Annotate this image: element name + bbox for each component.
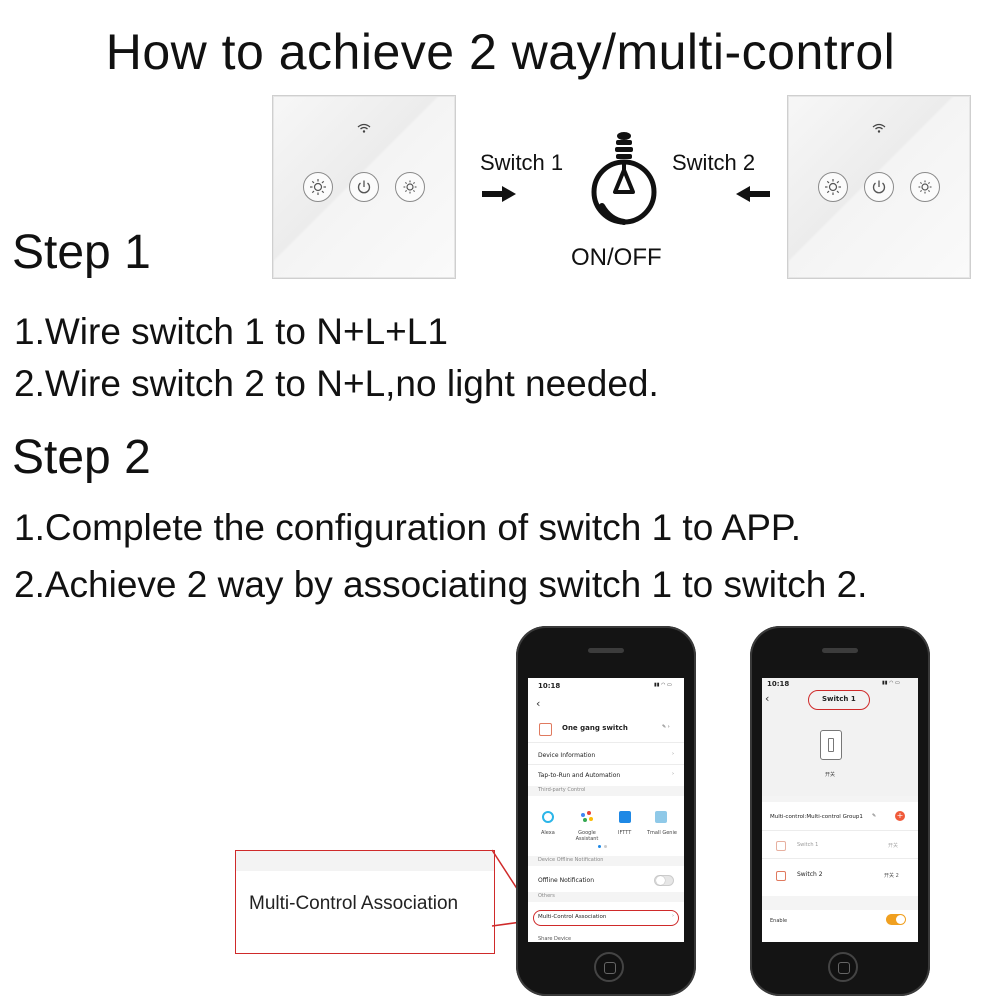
step2-line-1: 1.Complete the configuration of switch 1… [14, 507, 802, 548]
step1-heading: Step 1 [12, 226, 151, 279]
add-group-button[interactable]: + [895, 811, 905, 821]
section-bg [528, 892, 684, 902]
step2-heading: Step 2 [12, 431, 151, 484]
group-label: Multi-control:Multi-control Group1 [770, 814, 863, 820]
menu-tap-to-run[interactable]: Tap-to-Run and Automation [538, 772, 621, 779]
google-assistant-label: Google Assistant [575, 830, 599, 842]
brightness-down-button[interactable] [910, 172, 940, 202]
edit-icon[interactable]: ✎ [872, 813, 877, 819]
section-bg [528, 786, 684, 796]
ifttt-label: IFTTT [618, 830, 632, 836]
section-bg [528, 856, 684, 866]
phone-speaker [588, 648, 624, 653]
status-icons: ▮▮ ◠ ▭ [882, 680, 900, 686]
offline-toggle[interactable] [654, 875, 674, 886]
phone-speaker [822, 648, 858, 653]
offline-heading: Device Offline Notification [538, 857, 604, 863]
switch-row-1-name[interactable]: Switch 1 [797, 842, 819, 848]
switch1-label: Switch 1 [480, 150, 564, 175]
phone-2: 10:18 ▮▮ ◠ ▭ ‹ Switch 1 开关 Multi-control… [750, 626, 930, 996]
switch-row-icon [776, 841, 786, 851]
alexa-label: Alexa [541, 830, 555, 836]
callout-top-band [236, 851, 494, 871]
offline-notification-label: Offline Notification [538, 877, 595, 884]
step1-line-1: 1.Wire switch 1 to N+L+L1 [14, 311, 448, 352]
edit-icon[interactable]: ✎ › [662, 724, 670, 730]
bulb-caption: ON/OFF [571, 244, 662, 271]
section-bg [762, 896, 918, 910]
page-dots [598, 845, 614, 848]
multi-control-highlight [533, 910, 679, 926]
status-time: 10:18 [538, 682, 561, 690]
chevron-right-icon: › [672, 771, 674, 777]
arrow-left-icon [736, 186, 770, 202]
power-icon [872, 180, 886, 194]
sun-small-icon [403, 180, 417, 194]
divider [528, 764, 684, 765]
others-heading: Others [538, 893, 555, 899]
google-assistant-icon[interactable] [580, 811, 594, 823]
back-icon[interactable]: ‹ [536, 697, 541, 710]
arrow-right-icon [482, 186, 516, 202]
menu-share-device[interactable]: Share Device [538, 936, 572, 942]
page-title: How to achieve 2 way/multi-control [105, 24, 896, 80]
header-title: Switch 1 [822, 695, 856, 703]
tmall-genie-label: Tmall Genie [647, 830, 677, 836]
third-party-heading: Third-party Control [538, 787, 586, 793]
ifttt-icon[interactable] [619, 811, 631, 823]
divider [762, 830, 918, 831]
switch-row-2-name[interactable]: Switch 2 [797, 871, 823, 878]
wall-switch-2 [787, 95, 971, 279]
enable-label: Enable [770, 918, 788, 924]
sun-large-icon [825, 179, 841, 195]
menu-device-information[interactable]: Device Information [538, 752, 596, 759]
sun-large-icon [310, 179, 326, 195]
status-time: 10:18 [767, 680, 790, 688]
wifi-icon [357, 123, 371, 133]
back-icon[interactable]: ‹ [765, 692, 770, 705]
switch-row-2-value: 开关 2 [884, 873, 899, 879]
power-button[interactable] [349, 172, 379, 202]
home-button[interactable] [594, 952, 624, 982]
device-name: One gang switch [562, 724, 628, 732]
switch-row-1-value: 开关 [888, 843, 899, 849]
divider [528, 742, 684, 743]
step1-line-2: 2.Wire switch 2 to N+L,no light needed. [14, 363, 659, 404]
brightness-down-button[interactable] [395, 172, 425, 202]
menu-multi-control-association[interactable]: Multi-Control Association [538, 914, 607, 920]
phone-1-screen: 10:18 ▮▮ ◠ ▭ ‹ One gang switch ✎ › Devic… [528, 678, 684, 942]
wall-switch-1 [272, 95, 456, 279]
chevron-right-icon: › [672, 751, 674, 757]
brightness-up-button[interactable] [818, 172, 848, 202]
callout-box: Multi-Control Association [235, 850, 495, 954]
brightness-up-button[interactable] [303, 172, 333, 202]
divider [762, 858, 918, 859]
callout-label: Multi-Control Association [249, 893, 459, 914]
switch-row-icon [776, 871, 786, 881]
power-icon [357, 180, 371, 194]
wifi-icon [872, 123, 886, 133]
chevron-right-icon: › [672, 913, 674, 919]
device-caption: 开关 [825, 772, 836, 778]
alexa-icon[interactable] [542, 811, 554, 823]
phone-2-screen: 10:18 ▮▮ ◠ ▭ ‹ Switch 1 开关 Multi-control… [762, 678, 918, 942]
phone-1: 10:18 ▮▮ ◠ ▭ ‹ One gang switch ✎ › Devic… [516, 626, 696, 996]
device-card [820, 730, 842, 760]
step2-line-2: 2.Achieve 2 way by associating switch 1 … [14, 564, 868, 605]
header-highlight [808, 690, 870, 710]
switch2-label: Switch 2 [672, 150, 756, 175]
tmall-genie-icon[interactable] [655, 811, 667, 823]
power-button[interactable] [864, 172, 894, 202]
enable-toggle[interactable] [886, 914, 906, 925]
home-button[interactable] [828, 952, 858, 982]
light-bulb-icon [591, 132, 657, 225]
status-icons: ▮▮ ◠ ▭ [654, 682, 672, 688]
device-icon [539, 723, 552, 736]
sun-small-icon [918, 180, 932, 194]
